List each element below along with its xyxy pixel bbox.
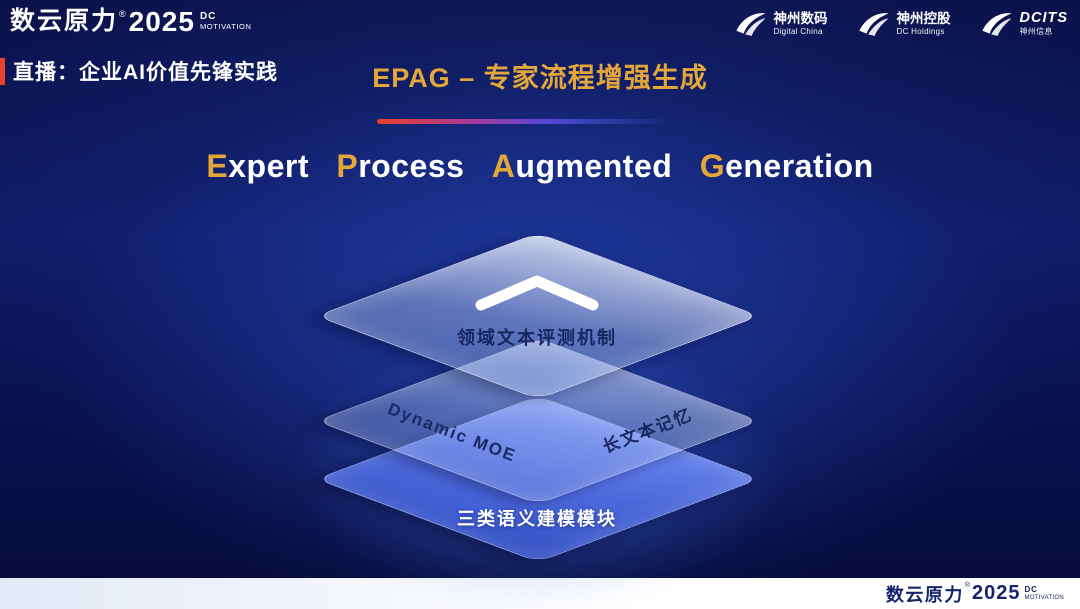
footer-bar: 数云原力 ® 2025 DC MOTIVATION <box>0 578 1080 609</box>
partner-cn-name: 神州控股 <box>896 10 951 26</box>
subtitle-initial: G <box>699 148 726 184</box>
brand-year: 2025 <box>128 6 195 37</box>
dcits-swoosh-icon <box>981 10 1013 37</box>
dc-holdings-swoosh-icon <box>858 10 890 37</box>
subtitle-word: Generation <box>700 148 874 184</box>
page-title: EPAG – 专家流程增强生成 <box>372 63 708 93</box>
live-label: 直播：企业AI价值先锋实践 <box>0 56 278 86</box>
digital-china-text: 神州数码 Digital China <box>774 11 828 37</box>
brand-subtitle: DC MOTIVATION <box>200 11 252 31</box>
digital-china-logo: 神州数码 Digital China <box>735 10 828 37</box>
digital-china-swoosh-icon <box>735 10 767 37</box>
footer-dc: DC <box>1024 584 1038 594</box>
partner-en-name: Digital China <box>773 26 823 36</box>
brand-logo: 数云原力 ® 2025 DC MOTIVATION <box>10 6 252 37</box>
brand-dc: DC <box>199 11 217 22</box>
subtitle-initial: P <box>336 148 359 184</box>
subtitle-word: Expert <box>206 148 309 184</box>
subtitle-word: Augmented <box>492 148 673 184</box>
partner-en-name: DC Holdings <box>896 26 945 36</box>
subtitle-rest: eneration <box>725 148 874 184</box>
bottom-layer-label: 三类语义建模模块 <box>457 509 617 529</box>
partner-logos: 神州数码 Digital China 神州控股 DC Holdings DCIT… <box>735 10 1069 37</box>
subtitle-rest: rocess <box>358 148 465 184</box>
subtitle-initial: E <box>206 148 229 184</box>
subtitle-rest: xpert <box>228 148 309 184</box>
top-layer-label: 领域文本评测机制 <box>457 328 617 348</box>
partner-cn-name: 神州数码 <box>773 10 828 26</box>
gradient-divider <box>377 119 669 124</box>
subtitle-initial: A <box>491 148 516 184</box>
live-label-text: 直播：企业AI价值先锋实践 <box>13 61 278 84</box>
red-accent-bar <box>0 57 5 85</box>
subtitle-word: Process <box>336 148 464 184</box>
partner-en-name: 神州信息 <box>1019 27 1053 37</box>
dc-holdings-logo: 神州控股 DC Holdings <box>858 10 951 37</box>
footer-registered-mark: ® <box>964 582 971 589</box>
chevron-up-icon <box>475 275 599 311</box>
registered-mark: ® <box>119 9 126 19</box>
english-subtitle: Expert Process Augmented Generation <box>0 148 1080 185</box>
subtitle-rest: ugmented <box>515 148 673 184</box>
dcits-text: DCITS 神州信息 <box>1020 10 1069 37</box>
footer-brand-name: 数云原力 <box>885 584 964 605</box>
footer-brand-year: 2025 <box>972 582 1021 604</box>
dcits-logo: DCITS 神州信息 <box>981 10 1069 37</box>
partner-cn-name: DCITS <box>1019 10 1068 26</box>
footer-brand-subtitle: DC MOTIVATION <box>1024 584 1064 601</box>
dc-holdings-text: 神州控股 DC Holdings <box>897 11 951 37</box>
footer-motivation: MOTIVATION <box>1024 594 1064 601</box>
brand-name: 数云原力 <box>10 7 119 35</box>
brand-motivation: MOTIVATION <box>199 21 252 31</box>
